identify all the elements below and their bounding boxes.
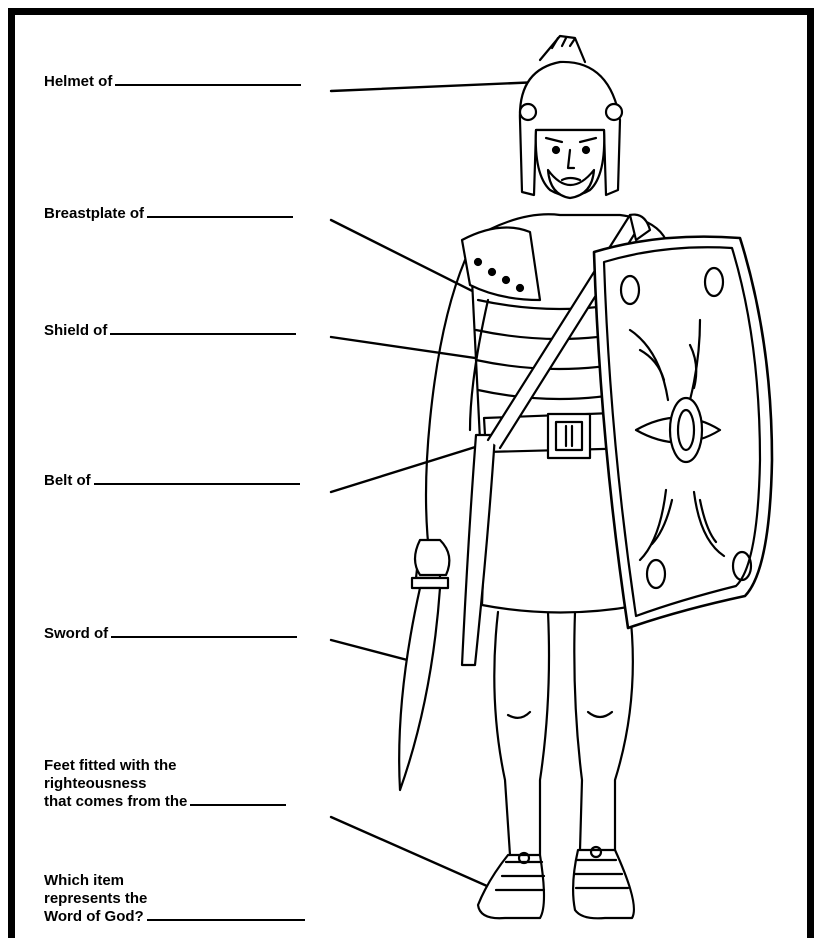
sword-icon: [399, 558, 448, 790]
hand-icon: [415, 540, 449, 575]
sandals-icon: [478, 847, 634, 918]
feet-pointer: [331, 817, 496, 890]
legs-icon: [494, 612, 633, 855]
face-icon: [536, 130, 604, 198]
shield-icon: [594, 237, 772, 628]
helmet-pointer: [331, 82, 540, 91]
sword-pointer: [331, 640, 415, 662]
